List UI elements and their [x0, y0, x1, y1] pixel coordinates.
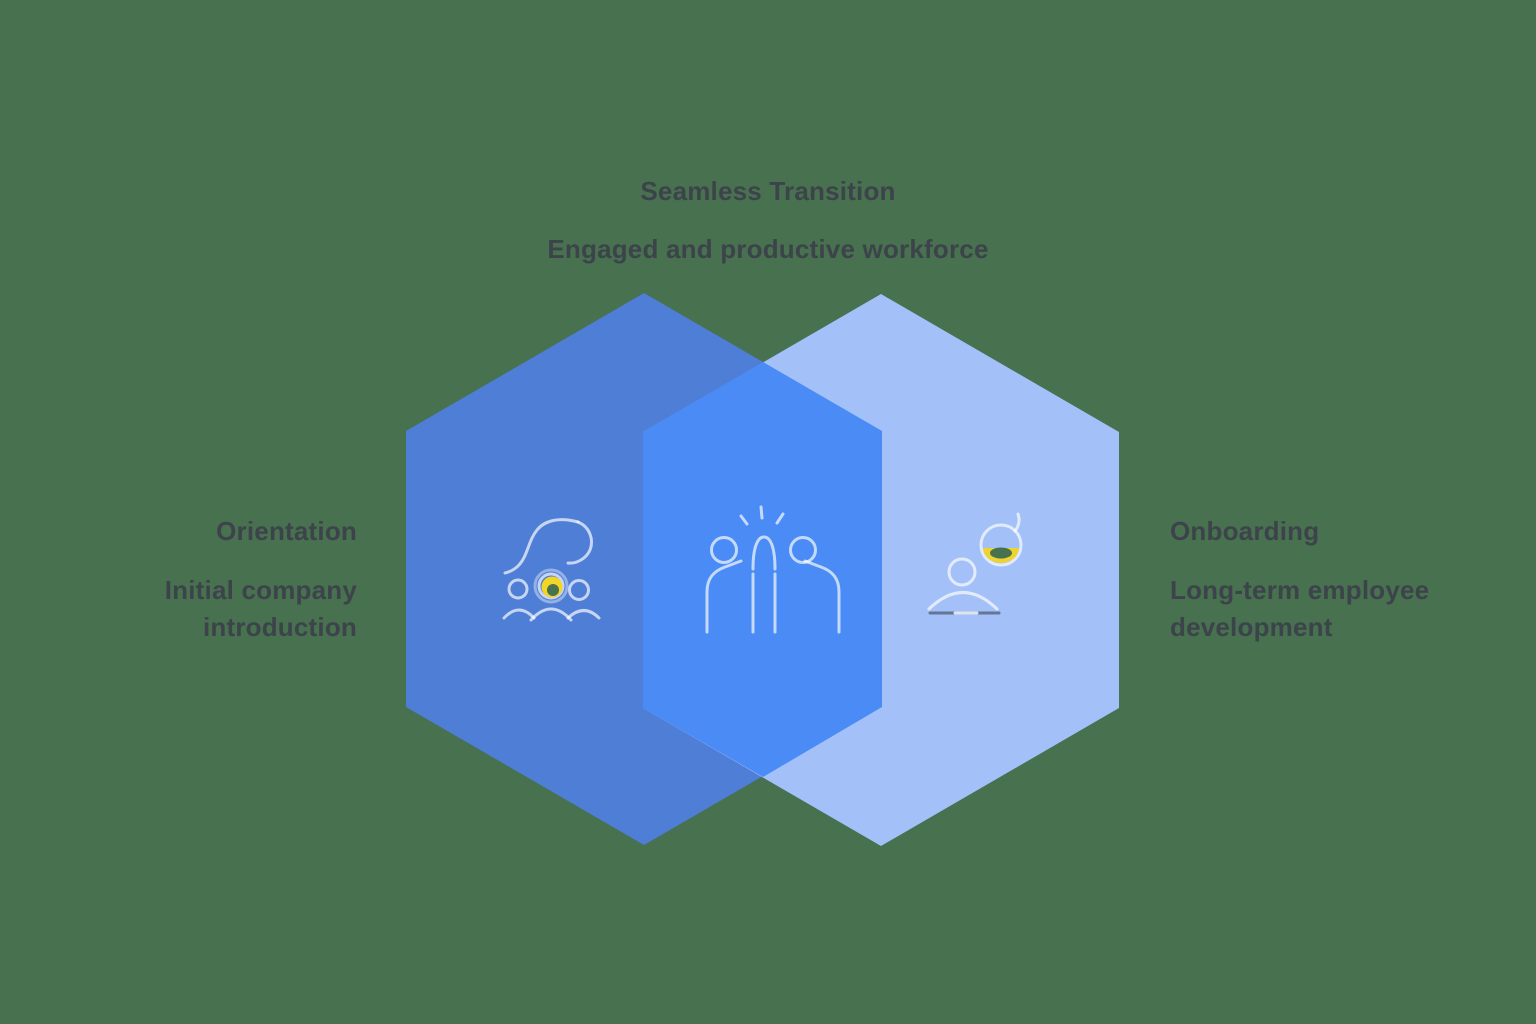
wave-swimmers-icon [502, 518, 601, 622]
right-title: Onboarding [1170, 516, 1320, 546]
hexagon-overlap [643, 362, 882, 777]
high-five-icon [705, 505, 841, 634]
person-progress-icon [927, 512, 1023, 615]
left-label-block: Orientation Initial company introduction [37, 516, 357, 646]
top-subtitle: Engaged and productive workforce [547, 234, 989, 264]
right-subtitle: Long-term employee development [1170, 575, 1430, 642]
left-subtitle: Initial company introduction [164, 575, 357, 642]
right-label-block: Onboarding Long-term employee developmen… [1170, 516, 1480, 646]
top-title: Seamless Transition [640, 176, 896, 206]
left-title: Orientation [216, 516, 357, 546]
